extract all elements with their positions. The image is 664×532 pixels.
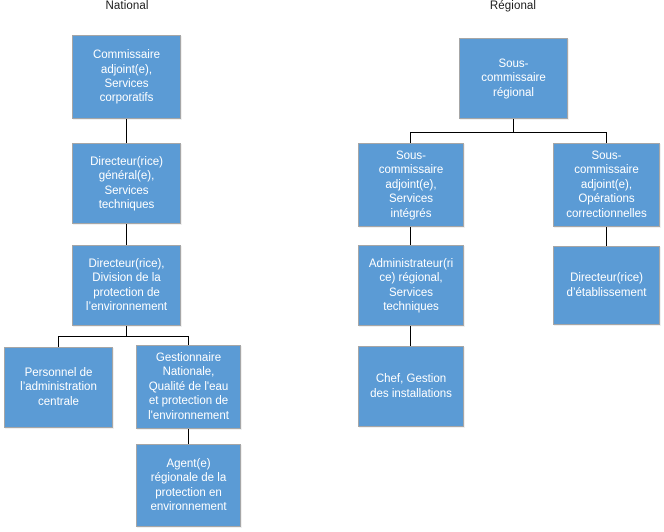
- node-administrateur-regional-services-techniques[interactable]: Administrateur(ri ce) régional, Services…: [358, 245, 464, 326]
- connector-regional-1-stem: [513, 118, 514, 132]
- node-label: Sous- commissaire adjoint(e), Services i…: [378, 149, 444, 220]
- node-label: Gestionnaire Nationale, Qualité de l'eau…: [148, 351, 229, 422]
- connector-national-2: [126, 223, 127, 245]
- connector-national-4: [188, 428, 189, 444]
- connector-national-3-left: [58, 336, 59, 347]
- node-label: Chef, Gestion des installations: [370, 373, 452, 400]
- node-chef-gestion-installations[interactable]: Chef, Gestion des installations: [358, 346, 464, 427]
- node-label: Sous- commissaire régional: [481, 57, 546, 99]
- node-sous-commissaire-adjoint-operations-correctionnelles[interactable]: Sous- commissaire adjoint(e), Opérations…: [553, 143, 660, 227]
- node-label: Administrateur(ri ce) régional, Services…: [368, 257, 454, 313]
- node-label: Sous- commissaire adjoint(e), Opérations…: [566, 149, 647, 220]
- node-gestionnaire-nationale-qualite-eau[interactable]: Gestionnaire Nationale, Qualité de l'eau…: [136, 345, 241, 429]
- node-personnel-administration-centrale[interactable]: Personnel de l’administration centrale: [4, 347, 113, 428]
- node-agent-regionale-protection-environnement[interactable]: Agent(e) régionale de la protection en e…: [136, 444, 241, 527]
- node-directeur-division-protection-environnement[interactable]: Directeur(rice), Division de la protecti…: [72, 245, 181, 326]
- connector-regional-3: [410, 325, 411, 346]
- connector-regional-4: [606, 226, 607, 246]
- connector-national-3-bar: [58, 336, 189, 337]
- node-sous-commissaire-adjoint-services-integres[interactable]: Sous- commissaire adjoint(e), Services i…: [358, 143, 464, 227]
- connector-regional-1-right: [606, 132, 607, 143]
- node-label: Commissaire adjoint(e), Services corpora…: [92, 49, 161, 105]
- node-label: Directeur(rice), Division de la protecti…: [85, 257, 168, 313]
- connector-regional-1-left: [410, 132, 411, 143]
- connector-national-3-right: [188, 336, 189, 345]
- node-label: Personnel de l’administration centrale: [20, 366, 97, 408]
- node-directeur-general-services-techniques[interactable]: Directeur(rice) général(e), Services tec…: [72, 143, 181, 224]
- connector-regional-1-bar: [410, 132, 607, 133]
- node-label: Agent(e) régionale de la protection en e…: [150, 457, 227, 513]
- connector-national-3-stem: [126, 325, 127, 336]
- node-commissaire-adjoint-services-corporatifs[interactable]: Commissaire adjoint(e), Services corpora…: [72, 35, 181, 119]
- column-header-regional: Régional: [489, 0, 537, 12]
- connector-national-1: [126, 118, 127, 143]
- node-label: Directeur(rice) d’établissement: [566, 272, 647, 299]
- connector-regional-2: [410, 226, 411, 245]
- node-directeur-etablissement[interactable]: Directeur(rice) d’établissement: [553, 246, 660, 325]
- node-sous-commissaire-regional[interactable]: Sous- commissaire régional: [459, 38, 568, 119]
- column-header-national: National: [105, 0, 149, 12]
- node-label: Directeur(rice) général(e), Services tec…: [90, 155, 163, 211]
